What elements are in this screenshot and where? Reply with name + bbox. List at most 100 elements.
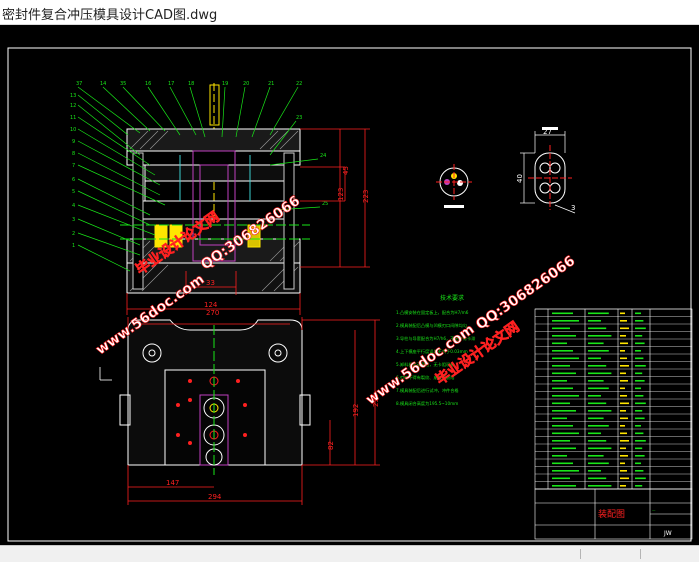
parts-list-entry <box>635 477 646 480</box>
svg-text:2: 2 <box>72 231 75 237</box>
svg-text:294: 294 <box>208 493 222 501</box>
parts-list-entry <box>552 387 573 390</box>
parts-list-entry <box>620 485 626 487</box>
svg-text:12: 12 <box>70 103 76 109</box>
svg-text:223: 223 <box>362 190 370 203</box>
parts-list-entry <box>635 357 644 360</box>
parts-list-entry <box>635 455 645 457</box>
parts-list-entry <box>552 327 570 330</box>
svg-text:24: 24 <box>320 153 326 159</box>
parts-list-entry <box>620 470 627 472</box>
parts-list-entry <box>552 477 570 480</box>
svg-text:7: 7 <box>72 163 75 169</box>
parts-list-entry <box>620 335 626 337</box>
svg-text:4.上下模座平行度误差不大于0.03mm: 4.上下模座平行度误差不大于0.03mm <box>396 348 468 355</box>
plan-dim-labels: 270 234 192 82 147 294 <box>166 309 380 501</box>
parts-list-entry <box>552 432 579 435</box>
parts-list-entry <box>620 387 625 390</box>
window-title-bar: 密封件复合冲压模具设计CAD图.dwg <box>0 0 699 25</box>
svg-text:11: 11 <box>70 115 76 121</box>
parts-list-entry <box>552 470 579 472</box>
svg-text:3: 3 <box>72 217 75 223</box>
parts-list-entry <box>620 320 627 322</box>
parts-list-entry <box>635 432 644 435</box>
parts-list-entry <box>552 402 570 405</box>
parts-list-entries <box>552 312 646 487</box>
parts-list-entry <box>620 440 629 442</box>
parts-list-entry <box>588 372 612 375</box>
detail-view-right <box>520 127 576 214</box>
svg-text:6: 6 <box>72 177 75 183</box>
parts-list-entry <box>588 387 609 390</box>
parts-list-entry <box>635 335 643 337</box>
balloons-right: 23 24 25 <box>296 115 328 207</box>
parts-list-entry <box>620 327 629 330</box>
section-dimensions <box>126 128 370 315</box>
parts-list-entry <box>635 440 646 442</box>
parts-list-entry <box>552 365 570 367</box>
parts-list-entry <box>588 447 612 450</box>
parts-list-entry <box>588 342 604 345</box>
svg-text:5.卸料板运动灵活，无卡阻现象: 5.卸料板运动灵活，无卡阻现象 <box>396 361 454 368</box>
balloon: 17 <box>168 81 174 87</box>
status-divider <box>580 549 581 559</box>
plan-view <box>119 319 311 475</box>
svg-text:3: 3 <box>571 204 575 212</box>
parts-list-entry <box>552 312 573 315</box>
parts-list-entry <box>552 342 567 345</box>
parts-list-entry <box>620 372 626 375</box>
svg-text:124: 124 <box>204 301 218 309</box>
parts-list-entry <box>635 410 643 412</box>
parts-list-entry <box>552 380 567 382</box>
balloon: 20 <box>243 81 249 87</box>
parts-list-entry <box>588 440 607 442</box>
parts-list-entry <box>588 357 601 360</box>
detail-view-left <box>436 164 472 208</box>
parts-list-entry <box>635 402 646 405</box>
technical-requirements: 技术要求 1.凸模安装在固定板上，配合为H7/m6 2.模具装配后凸模与凹模刃口… <box>396 294 475 407</box>
section-view <box>120 83 310 294</box>
svg-text:6.刃口不得有裂纹、崩刃等缺陷: 6.刃口不得有裂纹、崩刃等缺陷 <box>396 374 454 381</box>
leader-lines-top <box>77 86 299 138</box>
parts-list-entry <box>588 380 604 382</box>
parts-list-entry <box>635 312 641 315</box>
parts-list-entry <box>588 312 609 315</box>
status-divider <box>640 549 641 559</box>
cad-drawing-canvas[interactable]: 37 14 35 16 17 18 19 20 21 22 13 12 11 1… <box>0 25 699 545</box>
title-block-name: 装配图 <box>598 508 625 520</box>
title-block-desc: — <box>652 508 656 512</box>
cad-drawing: 37 14 35 16 17 18 19 20 21 22 13 12 11 1… <box>7 47 693 542</box>
parts-list-entry <box>552 462 573 465</box>
parts-list-entry <box>552 395 579 397</box>
parts-list-entry <box>588 470 601 472</box>
balloon: 14 <box>100 81 106 87</box>
balloons-top: 37 14 35 16 17 18 19 20 21 22 <box>76 81 302 87</box>
svg-text:8: 8 <box>72 151 75 157</box>
section-dim-labels: 45 123 223 33 124 <box>204 166 370 309</box>
parts-list-entry <box>635 395 644 397</box>
parts-list-entry <box>620 402 629 405</box>
svg-text:82: 82 <box>327 441 335 450</box>
svg-text:40: 40 <box>516 174 524 183</box>
parts-list-entry <box>620 350 625 352</box>
parts-list-entry <box>552 350 573 352</box>
balloon: 16 <box>145 81 151 87</box>
parts-list-entry <box>635 470 644 472</box>
parts-list-entry <box>552 455 567 457</box>
title-block-drawing-no: JW <box>663 530 672 537</box>
parts-list-entry <box>588 327 607 330</box>
parts-list-entry <box>552 425 573 427</box>
svg-text:1.凸模安装在固定板上，配合为H7/m6: 1.凸模安装在固定板上，配合为H7/m6 <box>396 309 469 316</box>
parts-list-entry <box>552 440 570 442</box>
parts-list-entry <box>620 312 625 315</box>
parts-list-entry <box>620 365 629 367</box>
parts-list-entry <box>635 417 645 420</box>
svg-text:2.模具装配后凸模与凹模刃口间隙均匀: 2.模具装配后凸模与凹模刃口间隙均匀 <box>396 322 467 329</box>
title-block <box>534 488 693 540</box>
parts-list-entry <box>635 485 643 487</box>
leader-lines-right <box>269 120 321 211</box>
svg-text:192: 192 <box>352 404 360 417</box>
parts-list-entry <box>635 372 643 375</box>
svg-text:45: 45 <box>342 166 350 175</box>
balloons-left: 13 12 11 10 9 8 7 6 5 4 3 2 1 <box>70 93 76 249</box>
